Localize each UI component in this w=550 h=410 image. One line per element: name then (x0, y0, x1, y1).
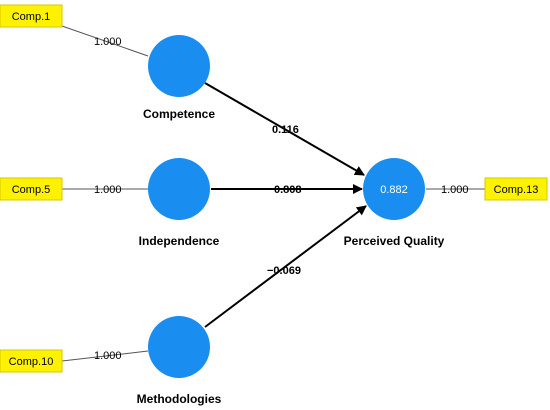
indicator-comp13: Comp.13 (484, 177, 548, 201)
indicator-comp10: Comp.10 (0, 349, 63, 373)
indicator-comp1: Comp.1 (0, 4, 63, 28)
competence-path-coefficient: 0.116 (272, 124, 299, 136)
competence-path (204, 82, 365, 176)
indicator-comp5: Comp.5 (0, 177, 63, 201)
comp5-loading-value: 1.000 (94, 184, 122, 196)
indicator-comp10-label: Comp.10 (9, 356, 54, 368)
indicator-comp5-label: Comp.5 (12, 184, 51, 196)
methodologies-path (204, 205, 367, 328)
construct-perceived-quality: 0.882 (363, 158, 425, 220)
perceived-quality-label: Perceived Quality (344, 234, 445, 248)
perceived-quality-r2: 0.882 (380, 184, 408, 196)
construct-methodologies (148, 316, 210, 378)
indicator-comp1-label: Comp.1 (12, 11, 51, 23)
comp13-loading-value: 1.000 (441, 184, 469, 196)
methodologies-label: Methodologies (137, 392, 222, 406)
construct-independence (148, 158, 210, 220)
indicator-comp13-label: Comp.13 (494, 184, 539, 196)
comp10-loading-line (61, 350, 149, 362)
methodologies-path-coefficient: −0.069 (267, 265, 301, 277)
construct-competence (148, 35, 210, 97)
comp10-loading-value: 1.000 (94, 350, 122, 362)
independence-path-coefficient: 0.808 (274, 184, 302, 196)
competence-label: Competence (143, 107, 215, 121)
comp1-loading-line (61, 25, 149, 57)
independence-label: Independence (139, 234, 220, 248)
comp1-loading-value: 1.000 (94, 36, 122, 48)
